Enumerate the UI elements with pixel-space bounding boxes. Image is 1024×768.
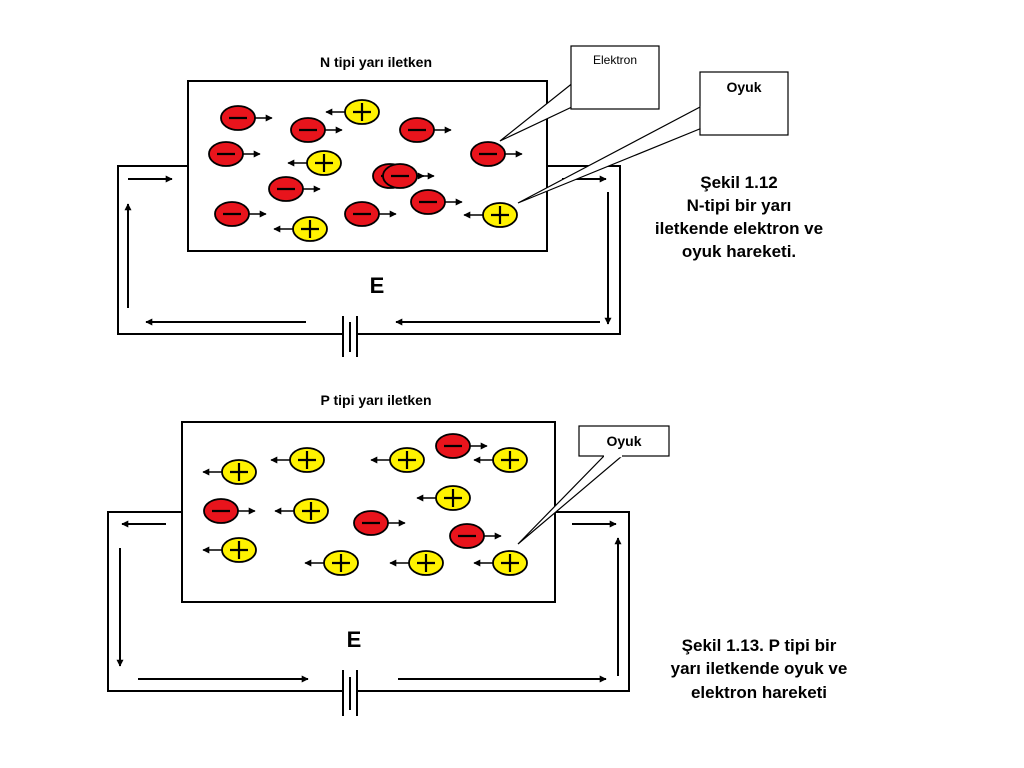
n-type-figure: N tipi yarı iletken −+−−−−+−−−−−++− E <box>117 45 823 357</box>
hole-0: + <box>270 447 325 473</box>
p-hole-callout-box <box>578 425 670 457</box>
electron-5: − <box>208 141 261 167</box>
hole-13: + <box>473 550 528 576</box>
n-hole-callout-box <box>699 71 789 136</box>
electron-6: − <box>203 498 256 524</box>
hole-7: + <box>274 498 329 524</box>
hole-6: + <box>287 150 342 176</box>
electron-9: − <box>449 523 502 549</box>
hole-5: + <box>416 485 471 511</box>
p-wire-loop-right <box>358 511 630 692</box>
p-hole-callout-text: Oyuk <box>606 433 641 449</box>
hole-1: + <box>325 99 380 125</box>
n-caption-line-4: oyuk hareketi. <box>682 242 796 261</box>
n-electron-callout: Elektron <box>499 45 660 142</box>
p-field-label: E <box>347 627 362 652</box>
p-type-figure: P tipi yarı iletken ++−+++−+−−++++ E Oyu… <box>107 392 848 716</box>
p-type-title: P tipi yarı iletken <box>320 392 431 408</box>
n-caption-line-3: iletkende elektron ve <box>655 219 823 238</box>
n-circuit <box>117 165 621 357</box>
p-caption: Şekil 1.13. P tipi bir yarı iletkende oy… <box>671 636 848 702</box>
hole-12: + <box>389 550 444 576</box>
n-hole-callout-text: Oyuk <box>726 79 761 95</box>
n-type-title: N tipi yarı iletken <box>320 54 432 70</box>
p-caption-line-1: Şekil 1.13. P tipi bir <box>682 636 837 655</box>
electron-11: − <box>344 201 397 227</box>
n-particles: −+−−−−+−−−−−++− <box>208 99 523 242</box>
hole-1: + <box>370 447 425 473</box>
n-caption: Şekil 1.12 N-tipi bir yarı iletkende ele… <box>655 173 823 261</box>
n-electron-callout-box <box>570 45 660 110</box>
electron-2: − <box>290 117 343 143</box>
p-caption-line-2: yarı iletkende oyuk ve <box>671 659 848 678</box>
n-wire-loop-right <box>358 165 621 335</box>
p-caption-line-3: elektron hareketi <box>691 683 827 702</box>
p-current-arrows <box>116 520 622 683</box>
p-wire-loop <box>107 511 343 692</box>
hole-10: + <box>202 537 257 563</box>
electron-3: − <box>399 117 452 143</box>
hole-4: + <box>202 459 257 485</box>
electron-14: − <box>382 163 435 189</box>
electron-8: − <box>268 176 321 202</box>
hole-12: + <box>463 202 518 228</box>
electron-8: − <box>353 510 406 536</box>
n-electron-callout-text: Elektron <box>593 53 637 67</box>
n-caption-line-1: Şekil 1.12 <box>700 173 778 192</box>
electron-4: − <box>470 141 523 167</box>
n-wire-loop <box>117 165 343 335</box>
electron-9: − <box>410 189 463 215</box>
hole-11: + <box>304 550 359 576</box>
p-hole-callout: Oyuk <box>517 425 670 545</box>
n-field-label: E <box>370 273 385 298</box>
p-circuit <box>107 511 630 716</box>
electron-10: − <box>214 201 267 227</box>
electron-0: − <box>220 105 273 131</box>
n-caption-line-2: N-tipi bir yarı <box>687 196 792 215</box>
p-particles: ++−+++−+−−++++ <box>202 433 528 576</box>
electron-2: − <box>435 433 488 459</box>
n-hole-callout: Oyuk <box>517 71 789 204</box>
hole-3: + <box>473 447 528 473</box>
hole-13: + <box>273 216 328 242</box>
